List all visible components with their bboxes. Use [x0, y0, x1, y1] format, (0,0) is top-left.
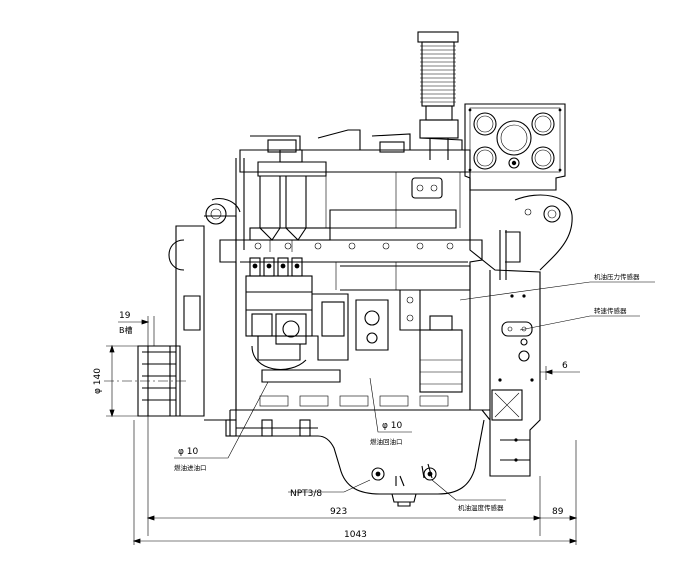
label-oil-pressure-sensor: 机油压力传感器 — [594, 272, 640, 281]
dim-89: 89 — [552, 507, 564, 517]
oil-pan — [225, 409, 490, 507]
engine-block — [219, 239, 483, 411]
cylinder-head — [235, 129, 471, 250]
front-pulley — [137, 197, 241, 421]
corrugated-intake-pipe — [417, 31, 459, 160]
dim-dia-140: φ 140 — [93, 368, 103, 394]
dimension-lines — [104, 316, 580, 545]
dim-1043: 1043 — [344, 530, 367, 540]
instrument-panel — [464, 103, 566, 191]
label-fuel-inlet: 燃油进油口 — [174, 463, 207, 472]
label-fuel-return: 燃油回油口 — [370, 437, 403, 446]
dim-19: 19 — [119, 311, 131, 321]
fuel-injection-pump — [245, 257, 349, 383]
dim-6: 6 — [562, 361, 568, 371]
dim-npt: NPT3/8 — [290, 489, 322, 499]
callout-leaders — [174, 281, 655, 501]
dim-923: 923 — [330, 507, 347, 517]
label-speed-sensor: 转速传感器 — [594, 306, 627, 315]
dim-b-groove: B槽 — [119, 325, 133, 335]
fuel-filters — [249, 149, 331, 252]
dim-dia-10-right: φ 10 — [382, 421, 403, 431]
label-oil-temp-sensor: 机油温度传感器 — [458, 503, 504, 512]
dim-dia-10-left: φ 10 — [178, 447, 199, 457]
flywheel-housing — [469, 178, 573, 477]
